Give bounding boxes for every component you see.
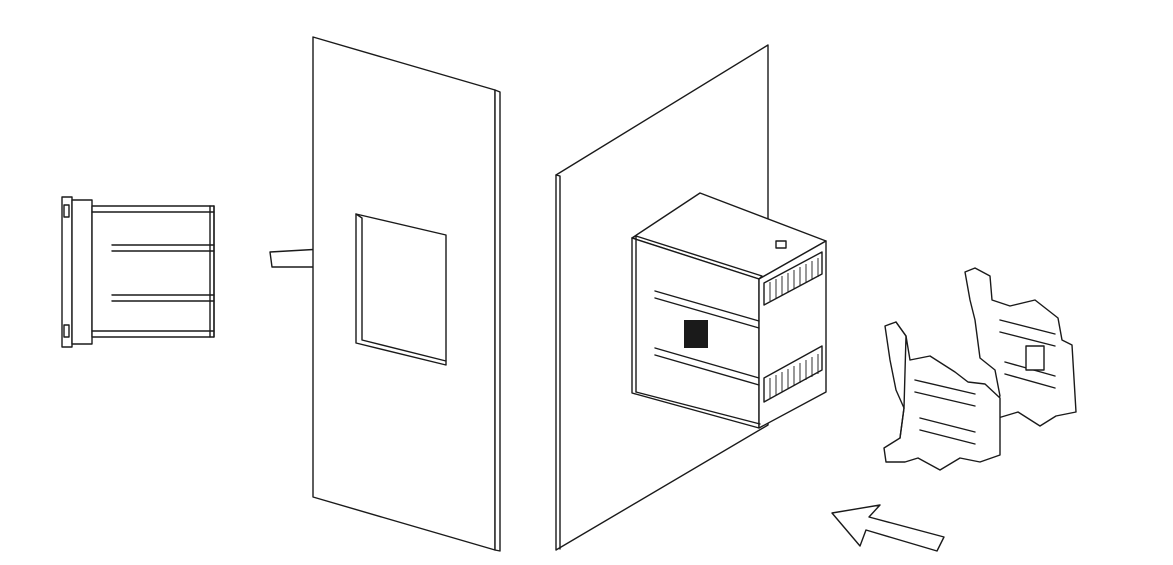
meter-front-slot-upper	[654, 290, 760, 322]
mounting-clips	[883, 267, 1077, 471]
meter-label-grille	[684, 320, 708, 348]
panel-with-cutout	[312, 36, 501, 552]
panel-cutout	[355, 213, 447, 366]
left-up-arrow-icon	[831, 504, 945, 552]
meter-latch-top	[63, 204, 70, 218]
meter-side-view	[61, 196, 215, 348]
clip-back-window	[1025, 345, 1045, 371]
terminal-block-lower	[763, 345, 823, 403]
panel-edge	[494, 89, 501, 552]
terminal-block-upper	[763, 251, 823, 306]
mounted-meter	[631, 192, 827, 429]
meter-front-slot-lower	[654, 347, 760, 379]
meter-top-tab	[775, 240, 787, 249]
meter-latch-bottom	[63, 324, 70, 338]
meter-front-frame	[71, 199, 93, 345]
meter-body	[91, 205, 215, 338]
